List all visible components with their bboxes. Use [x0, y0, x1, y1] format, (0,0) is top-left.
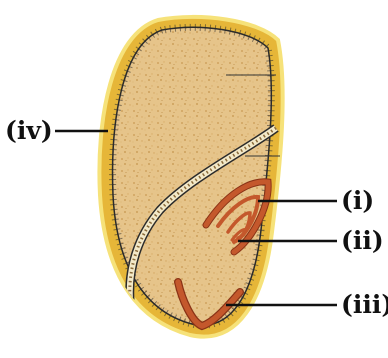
- endosperm: [113, 27, 272, 325]
- label-i: (i): [341, 186, 374, 215]
- label-iii: (iii): [341, 290, 388, 319]
- label-ii: (ii): [341, 226, 384, 255]
- label-iv: (iv): [5, 116, 53, 145]
